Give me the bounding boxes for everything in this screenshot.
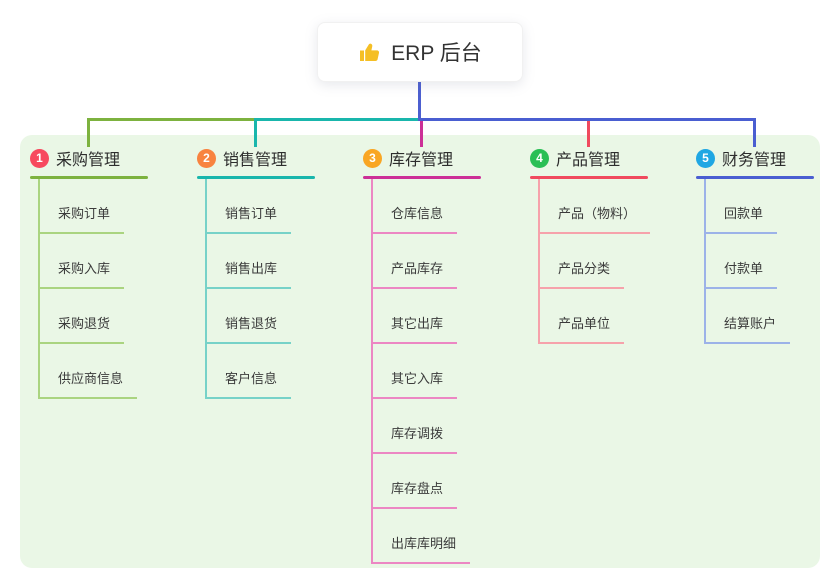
child-connector-line xyxy=(538,179,540,344)
child-row: 库存调拨 xyxy=(371,399,523,454)
bus-segment-green xyxy=(87,118,254,121)
branch-node-2[interactable]: 2 销售管理 xyxy=(197,145,357,171)
child-row: 销售出库 xyxy=(205,234,357,289)
child-row: 供应商信息 xyxy=(38,344,190,399)
root-title: ERP 后台 xyxy=(391,42,482,65)
child-row: 出库库明细 xyxy=(371,509,523,564)
branch-children: 仓库信息产品库存其它出库其它入库库存调拨库存盘点出库库明细 xyxy=(371,179,523,564)
bus-segment-teal xyxy=(254,118,421,121)
child-node[interactable]: 采购入库 xyxy=(38,258,125,289)
branch-drop-line-2 xyxy=(254,118,257,147)
branch-drop-line-4 xyxy=(587,118,590,147)
child-row: 销售退货 xyxy=(205,289,357,344)
branch-underline xyxy=(696,176,814,179)
child-node[interactable]: 销售出库 xyxy=(205,258,292,289)
branch-5: 5 财务管理回款单付款单结算账户 xyxy=(696,145,839,344)
child-row: 回款单 xyxy=(704,179,839,234)
branch-number-badge: 4 xyxy=(530,148,549,168)
branch-node-4[interactable]: 4 产品管理 xyxy=(530,145,690,171)
child-row: 产品分类 xyxy=(538,234,690,289)
branch-children: 销售订单销售出库销售退货客户信息 xyxy=(205,179,357,399)
child-node[interactable]: 产品库存 xyxy=(371,258,458,289)
branch-label: 财务管理 xyxy=(722,152,787,169)
branch-1: 1 采购管理采购订单采购入库采购退货供应商信息 xyxy=(30,145,190,399)
child-node[interactable]: 采购订单 xyxy=(38,203,125,234)
branch-4: 4 产品管理产品（物料） 产品分类产品单位 xyxy=(530,145,690,344)
branch-children: 采购订单采购入库采购退货供应商信息 xyxy=(38,179,190,399)
child-row: 其它入库 xyxy=(371,344,523,399)
child-row: 产品单位 xyxy=(538,289,690,344)
child-row: 结算账户 xyxy=(704,289,839,344)
branch-drop-line-5 xyxy=(753,118,756,147)
child-node[interactable]: 供应商信息 xyxy=(38,368,138,399)
branch-underline xyxy=(530,176,648,179)
branch-number-badge: 1 xyxy=(30,148,49,168)
child-node[interactable]: 结算账户 xyxy=(704,313,791,344)
child-node[interactable]: 付款单 xyxy=(704,258,778,289)
branch-drop-line-3 xyxy=(420,118,423,147)
child-node[interactable]: 库存调拨 xyxy=(371,423,458,454)
branch-label: 采购管理 xyxy=(56,152,121,169)
child-node[interactable]: 产品（物料） xyxy=(538,203,651,234)
branch-node-5[interactable]: 5 财务管理 xyxy=(696,145,839,171)
child-row: 仓库信息 xyxy=(371,179,523,234)
child-row: 产品库存 xyxy=(371,234,523,289)
child-row: 其它出库 xyxy=(371,289,523,344)
bus-segment-blue xyxy=(418,118,756,121)
branch-node-3[interactable]: 3 库存管理 xyxy=(363,145,523,171)
mindmap-panel xyxy=(20,135,820,568)
branch-label: 库存管理 xyxy=(389,152,454,169)
child-node[interactable]: 产品单位 xyxy=(538,313,625,344)
child-row: 采购订单 xyxy=(38,179,190,234)
root-node[interactable]: ERP 后台 xyxy=(317,22,523,82)
branch-children: 产品（物料） 产品分类产品单位 xyxy=(538,179,690,344)
branch-number-badge: 2 xyxy=(197,148,216,168)
branch-children: 回款单付款单结算账户 xyxy=(704,179,839,344)
child-row: 销售订单 xyxy=(205,179,357,234)
branch-underline xyxy=(197,176,315,179)
child-node[interactable]: 其它出库 xyxy=(371,313,458,344)
branch-drop-line-1 xyxy=(87,118,90,147)
child-node[interactable]: 库存盘点 xyxy=(371,478,458,509)
child-node[interactable]: 客户信息 xyxy=(205,368,292,399)
child-row: 客户信息 xyxy=(205,344,357,399)
child-row: 产品（物料） xyxy=(538,179,690,234)
child-row: 采购退货 xyxy=(38,289,190,344)
branch-underline xyxy=(363,176,481,179)
branch-3: 3 库存管理仓库信息产品库存其它出库其它入库库存调拨库存盘点出库库明细 xyxy=(363,145,523,564)
child-connector-line xyxy=(704,179,706,344)
child-connector-line xyxy=(205,179,207,399)
child-node[interactable]: 仓库信息 xyxy=(371,203,458,234)
child-connector-line xyxy=(371,179,373,564)
branch-label: 销售管理 xyxy=(223,152,288,169)
branch-label: 产品管理 xyxy=(556,152,621,169)
root-stem-line xyxy=(418,82,421,121)
branch-underline xyxy=(30,176,148,179)
child-connector-line xyxy=(38,179,40,399)
branch-2: 2 销售管理销售订单销售出库销售退货客户信息 xyxy=(197,145,357,399)
child-row: 库存盘点 xyxy=(371,454,523,509)
child-node[interactable]: 其它入库 xyxy=(371,368,458,399)
child-node[interactable]: 销售退货 xyxy=(205,313,292,344)
child-row: 付款单 xyxy=(704,234,839,289)
child-row: 采购入库 xyxy=(38,234,190,289)
child-node[interactable]: 出库库明细 xyxy=(371,533,471,564)
branch-number-badge: 5 xyxy=(696,148,715,168)
branch-number-badge: 3 xyxy=(363,148,382,168)
child-node[interactable]: 产品分类 xyxy=(538,258,625,289)
child-node[interactable]: 回款单 xyxy=(704,203,778,234)
child-node[interactable]: 销售订单 xyxy=(205,203,292,234)
branch-node-1[interactable]: 1 采购管理 xyxy=(30,145,190,171)
thumbs-up-icon xyxy=(358,40,382,64)
child-node[interactable]: 采购退货 xyxy=(38,313,125,344)
